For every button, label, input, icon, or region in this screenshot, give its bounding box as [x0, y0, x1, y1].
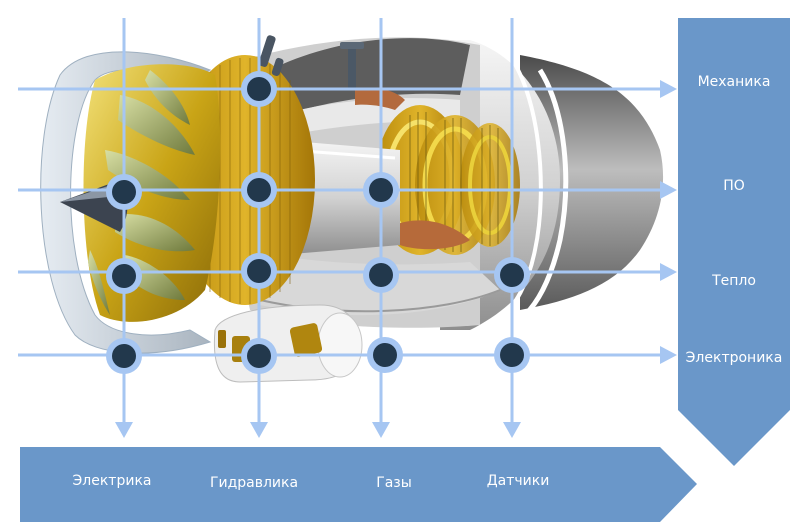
row-label-mechanics: Механика: [697, 74, 771, 90]
node-hydraulics-mechanics: [241, 71, 277, 107]
row-label-heat: Тепло: [712, 273, 756, 289]
fan-blades: [83, 64, 221, 322]
column-label-gases: Газы: [376, 475, 412, 491]
arrow-down-icon: [115, 422, 133, 438]
columns-axis-chevron: [20, 447, 697, 522]
node-electrics-heat: [106, 258, 142, 294]
node-gases-electronics: [367, 337, 403, 373]
arrow-right-icon: [660, 80, 677, 98]
arrow-right-icon: [660, 263, 677, 281]
node-electrics-electronics: [106, 338, 142, 374]
node-sensors-electronics: [494, 337, 530, 373]
node-gases-software: [363, 172, 399, 208]
node-hydraulics-electronics: [241, 338, 277, 374]
column-label-electrics: Электрика: [72, 473, 152, 489]
jet-engine-illustration: [40, 35, 664, 383]
node-sensors-heat: [494, 257, 530, 293]
node-electrics-software: [106, 174, 142, 210]
intersection-nodes: [106, 71, 530, 374]
row-label-electronics: Электроника: [685, 350, 783, 366]
arrow-right-icon: [660, 181, 677, 199]
arrow-right-icon: [660, 346, 677, 364]
arrow-down-icon: [250, 422, 268, 438]
row-label-software: ПО: [723, 178, 745, 194]
node-hydraulics-heat: [241, 253, 277, 289]
column-label-sensors: Датчики: [486, 473, 550, 489]
node-gases-heat: [363, 257, 399, 293]
rows-axis-chevron: [678, 18, 790, 466]
node-hydraulics-software: [241, 172, 277, 208]
arrowheads: [115, 80, 677, 438]
column-label-hydraulics: Гидравлика: [209, 475, 299, 491]
arrow-down-icon: [503, 422, 521, 438]
accessory-gearbox: [213, 304, 363, 383]
arrow-down-icon: [372, 422, 390, 438]
